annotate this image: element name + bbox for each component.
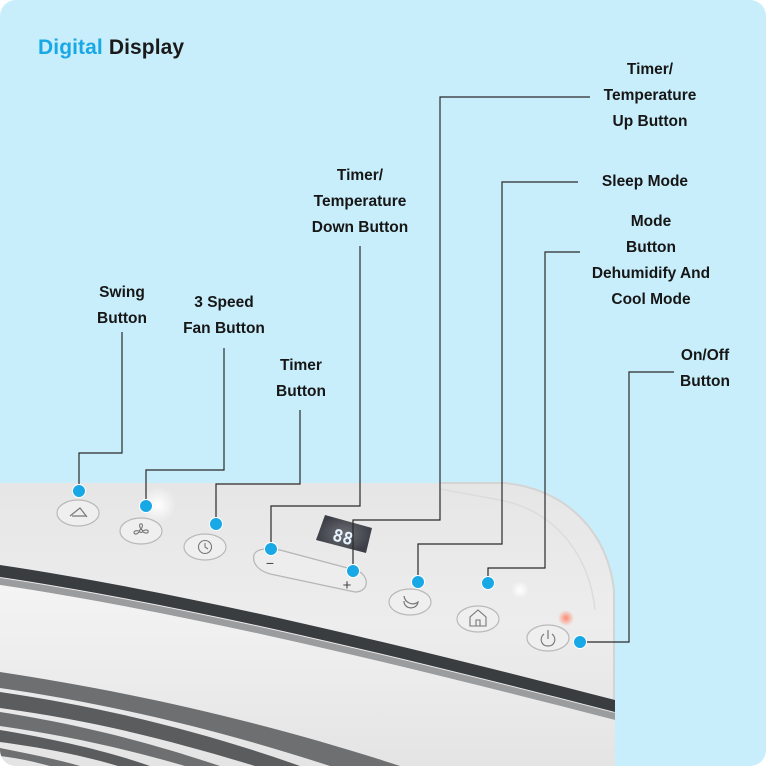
sleep-button[interactable] xyxy=(388,588,432,616)
minus-button[interactable]: − xyxy=(266,555,274,571)
mode-led-glow xyxy=(511,581,529,599)
panel-lower-face xyxy=(0,585,615,766)
label-line: Button xyxy=(626,239,676,256)
label-mode-button: Mode Button Dehumidify And Cool Mode xyxy=(578,209,724,313)
label-down-button: Timer/ Temperature Down Button xyxy=(298,163,422,241)
label-timer-button: Timer Button xyxy=(260,353,342,405)
power-led-glow xyxy=(558,610,574,626)
swing-button[interactable] xyxy=(56,499,100,527)
label-line: Fan Button xyxy=(183,320,265,337)
label-line: Sleep Mode xyxy=(601,173,689,190)
label-line: Temperature xyxy=(603,87,697,104)
label-line: Timer xyxy=(280,357,322,374)
fan-icon xyxy=(133,523,149,535)
page-title: Digital Display xyxy=(38,36,184,60)
label-up-button: Timer/ Temperature Up Button xyxy=(588,57,712,135)
vent-slats xyxy=(0,672,400,766)
moon-icon xyxy=(403,595,419,609)
panel-dark-trim xyxy=(0,565,615,712)
timer-button[interactable] xyxy=(183,533,227,561)
label-line: Down Button xyxy=(311,219,409,236)
title-rest: Display xyxy=(108,36,185,59)
label-line: Swing xyxy=(99,284,145,301)
fan-led-glow xyxy=(140,487,176,523)
fan-button[interactable] xyxy=(119,517,163,545)
label-line: Dehumidify And xyxy=(591,265,711,282)
label-fan-button: 3 Speed Fan Button xyxy=(169,290,279,342)
label-line: Timer/ xyxy=(626,61,674,78)
label-line: Button xyxy=(680,373,730,390)
label-line: Button xyxy=(97,310,147,327)
label-line: Up Button xyxy=(612,113,688,130)
label-line: Cool Mode xyxy=(611,291,691,308)
label-power-button: On/Off Button xyxy=(665,343,745,395)
mode-button[interactable] xyxy=(456,605,500,633)
swing-icon xyxy=(69,507,88,518)
label-line: On/Off xyxy=(680,347,730,364)
label-line: Mode xyxy=(630,213,672,230)
power-icon xyxy=(540,630,556,647)
label-line: 3 Speed xyxy=(194,294,254,311)
label-sleep-mode: Sleep Mode xyxy=(583,169,707,195)
label-line: Temperature xyxy=(313,193,407,210)
panel-trim-highlight xyxy=(0,578,615,720)
label-line: Button xyxy=(276,383,326,400)
label-swing-button: Swing Button xyxy=(82,280,162,332)
title-accent: Digital xyxy=(38,36,103,59)
plus-button[interactable]: + xyxy=(343,577,352,594)
power-button[interactable] xyxy=(526,624,570,652)
clock-icon xyxy=(197,539,213,555)
label-line: Timer/ xyxy=(336,167,384,184)
house-icon xyxy=(469,609,487,627)
